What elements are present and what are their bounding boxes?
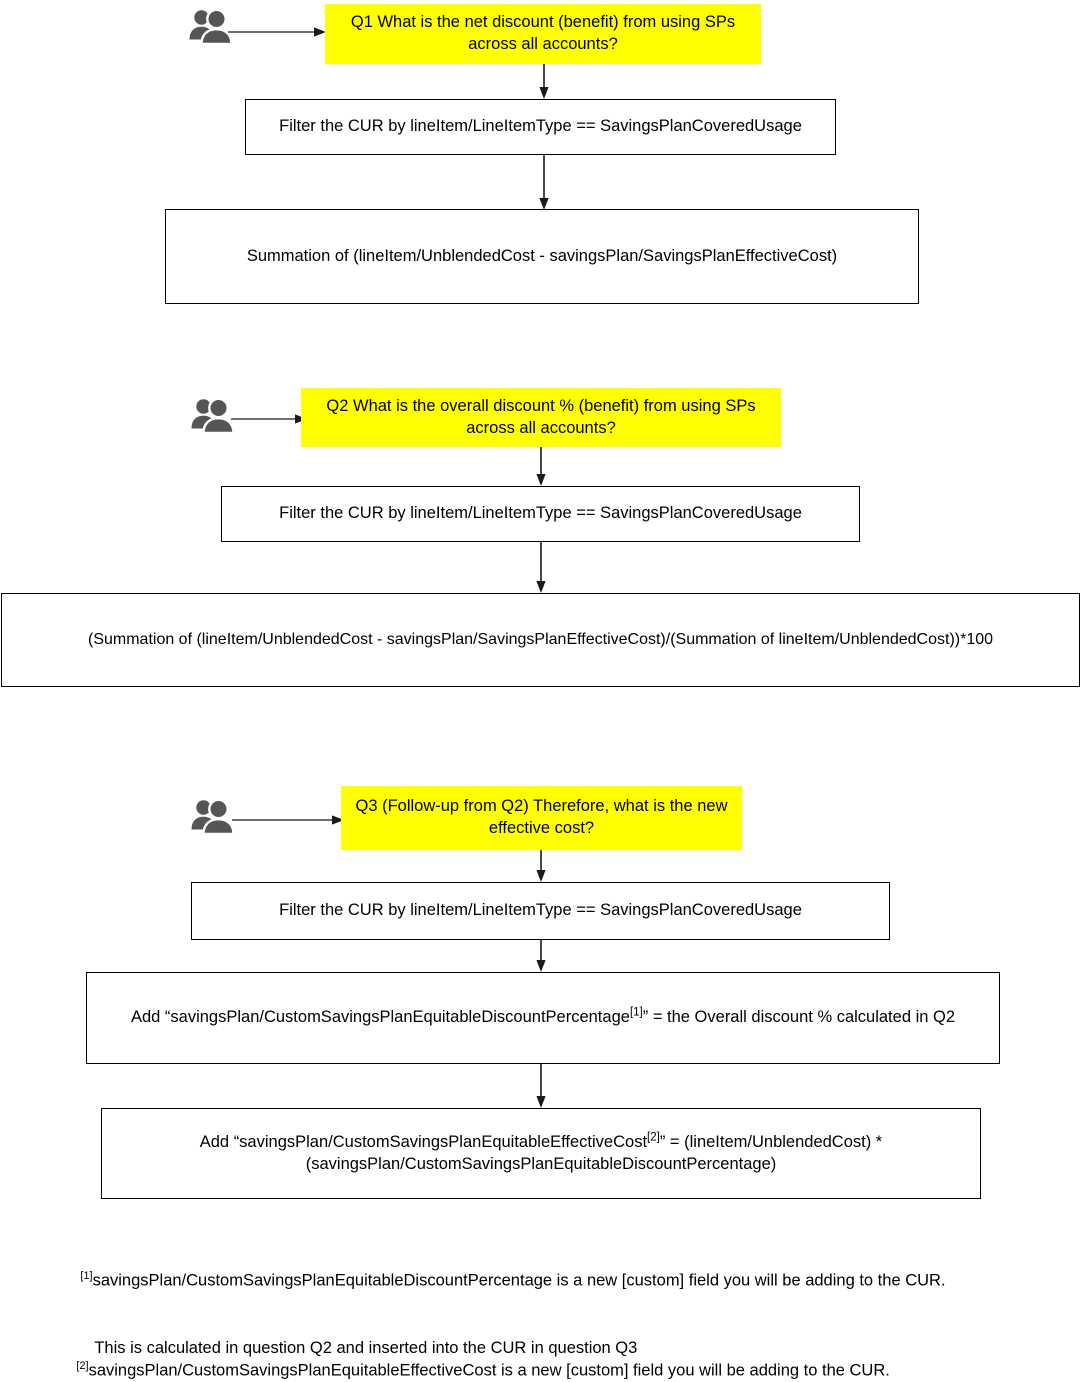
question-box-q1: Q1 What is the net discount (benefit) fr… (325, 4, 761, 64)
step-box-q2-filter: Filter the CUR by lineItem/LineItemType … (221, 486, 860, 542)
question-text-q2: Q2 What is the overall discount % (benef… (326, 396, 756, 437)
question-text-q3: Q3 (Follow-up from Q2) Therefore, what i… (355, 797, 728, 837)
people-icon (188, 8, 236, 48)
footnote-2-line1: savingsPlan/CustomSavingsPlanEquitableEf… (88, 1361, 890, 1380)
step-text-q1-filter: Filter the CUR by lineItem/LineItemType … (279, 117, 802, 136)
footnote-1-line1: savingsPlan/CustomSavingsPlanEquitableDi… (92, 1271, 946, 1290)
flow-arrow-q3-filter-to-add1 (533, 940, 549, 973)
step-box-q1-filter: Filter the CUR by lineItem/LineItemType … (245, 99, 836, 155)
step-box-q2-calc: (Summation of (lineItem/UnblendedCost - … (1, 593, 1080, 687)
actor-arrow-q2 (231, 411, 309, 427)
step-text-q2-filter: Filter the CUR by lineItem/LineItemType … (279, 504, 802, 523)
footnote-ref-1: [1] (629, 1006, 643, 1019)
footnote-ref-2: [2] (647, 1131, 660, 1144)
flow-arrow-q1-filter-to-calc (536, 155, 552, 211)
step-text-q2-calc: (Summation of (lineItem/UnblendedCost - … (87, 631, 994, 649)
step-text-q3-add-2-prefix: Add “savingsPlan/CustomSavingsPlanEquita… (199, 1132, 648, 1151)
footnote-1-marker: [1] (80, 1270, 93, 1283)
flow-arrow-q1-to-filter (536, 64, 552, 100)
actor-arrow-q3 (232, 812, 346, 828)
flow-arrow-q3-to-filter (533, 850, 549, 883)
footnote-1: [1]savingsPlan/CustomSavingsPlanEquitabl… (62, 1247, 946, 1381)
flow-arrow-q2-filter-to-calc (533, 542, 549, 594)
people-icon (190, 798, 238, 838)
footnote-2: [2]savingsPlan/CustomSavingsPlanEquitabl… (58, 1337, 890, 1382)
step-text-q1-calc: Summation of (lineItem/UnblendedCost - s… (246, 246, 838, 265)
step-text-q3-filter: Filter the CUR by lineItem/LineItemType … (279, 901, 802, 920)
flow-arrow-q2-to-filter (533, 447, 549, 487)
step-box-q3-add-2: Add “savingsPlan/CustomSavingsPlanEquita… (101, 1108, 981, 1199)
question-text-q1: Q1 What is the net discount (benefit) fr… (350, 13, 736, 53)
footnote-1-line2: This is calculated in question Q2 and in… (94, 1338, 638, 1357)
flow-arrow-q3-add1-to-add2 (533, 1064, 549, 1109)
actor-arrow-q1 (228, 24, 328, 40)
step-text-q3-add-1-suffix: ” = the Overall discount % calculated in… (642, 1008, 956, 1027)
people-icon (190, 397, 238, 437)
step-box-q3-filter: Filter the CUR by lineItem/LineItemType … (191, 882, 890, 940)
question-box-q2: Q2 What is the overall discount % (benef… (301, 388, 781, 447)
step-box-q1-calc: Summation of (lineItem/UnblendedCost - s… (165, 209, 919, 304)
question-box-q3: Q3 (Follow-up from Q2) Therefore, what i… (341, 786, 742, 850)
step-box-q3-add-1: Add “savingsPlan/CustomSavingsPlanEquita… (86, 972, 1000, 1064)
footnote-2-marker: [2] (76, 1360, 89, 1373)
step-text-q3-add-1-prefix: Add “savingsPlan/CustomSavingsPlanEquita… (130, 1008, 630, 1027)
step-text-q3-add-2-suffix: ” = (lineItem/UnblendedCost) * (savingsP… (305, 1132, 883, 1173)
